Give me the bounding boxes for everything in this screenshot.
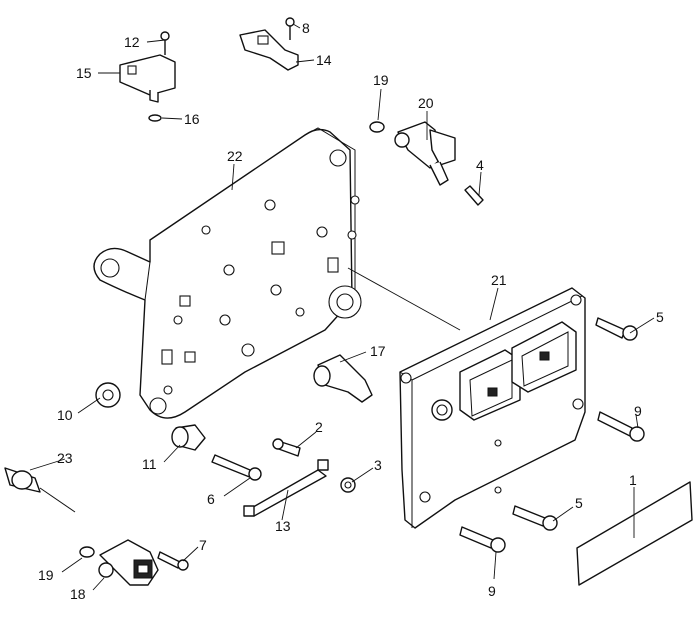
callout-9-lower: 9	[488, 583, 496, 599]
callout-18: 18	[70, 586, 86, 602]
callout-4: 4	[476, 157, 484, 173]
callout-17: 17	[370, 343, 386, 359]
ecm-module-21	[399, 287, 586, 529]
callout-labels: 12 8 15 14 16 19 20 22 4 21 5 17 10 9 2 …	[38, 20, 664, 602]
callout-21: 21	[491, 272, 507, 288]
sensor-14	[239, 17, 299, 71]
pressure-sensor-15	[119, 31, 176, 103]
bolt-7	[157, 551, 189, 571]
callout-20: 20	[418, 95, 434, 111]
bolt-6	[211, 454, 262, 481]
speed-sensor-17	[313, 354, 373, 403]
callout-16: 16	[184, 111, 200, 127]
mounting-plate-22	[93, 127, 362, 419]
bolt-5-upper	[595, 317, 638, 341]
callout-19-bottom: 19	[38, 567, 54, 583]
callout-2: 2	[315, 419, 323, 435]
callout-15: 15	[76, 65, 92, 81]
callout-22: 22	[227, 148, 243, 164]
callout-13: 13	[275, 518, 291, 534]
label-1	[576, 481, 693, 586]
callout-5-upper: 5	[656, 309, 664, 325]
callout-9-upper: 9	[634, 403, 642, 419]
spacer-11	[171, 424, 206, 451]
callout-6: 6	[207, 491, 215, 507]
callout-11: 11	[142, 456, 157, 472]
bolt-9-upper	[597, 411, 645, 442]
callout-12: 12	[124, 34, 140, 50]
callout-23: 23	[57, 450, 73, 466]
callout-7: 7	[199, 537, 207, 553]
callout-8: 8	[302, 20, 310, 36]
callout-3: 3	[374, 457, 382, 473]
temperature-sensor-23	[4, 467, 76, 513]
sensor-18	[79, 539, 159, 586]
stud-2	[272, 438, 301, 457]
cam-sensor-20	[369, 121, 484, 206]
bolt-9-lower	[459, 526, 506, 553]
grommet-10	[95, 382, 121, 408]
bolt-5-lower	[512, 505, 558, 531]
nut-3	[340, 477, 356, 493]
callout-10: 10	[57, 407, 73, 423]
o-ring-16	[148, 114, 162, 122]
callout-5-lower: 5	[575, 495, 583, 511]
callout-1: 1	[629, 472, 637, 488]
callout-14: 14	[316, 52, 332, 68]
callout-19-top: 19	[373, 72, 389, 88]
leader-lines	[29, 23, 655, 591]
